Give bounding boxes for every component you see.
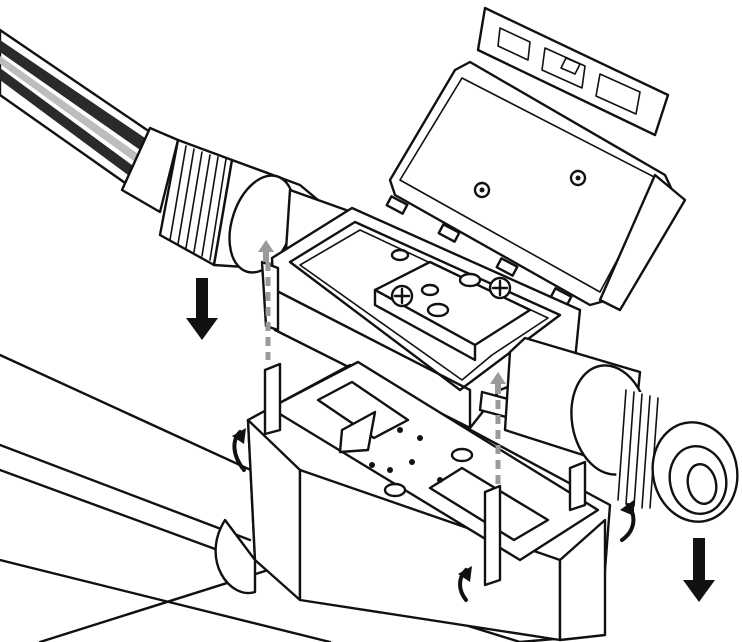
right-cable-gland — [503, 336, 739, 523]
up-arrow-icon — [490, 372, 506, 394]
upper-housing — [260, 206, 582, 430]
rotate-arrow-icon — [620, 500, 636, 542]
hinged-lid — [385, 6, 687, 312]
left-cable-gland — [120, 126, 362, 274]
mounting-base — [214, 360, 612, 642]
up-arrow-icon — [258, 240, 274, 262]
down-arrow-icon — [683, 538, 715, 602]
rotate-arrow-icon — [232, 428, 246, 472]
down-arrow-icon — [186, 278, 218, 340]
guide-lines — [265, 262, 501, 490]
cable — [0, 28, 152, 187]
screw-icon — [488, 276, 512, 300]
rotate-arrow-icon — [458, 566, 472, 602]
screw-icon — [390, 284, 414, 308]
